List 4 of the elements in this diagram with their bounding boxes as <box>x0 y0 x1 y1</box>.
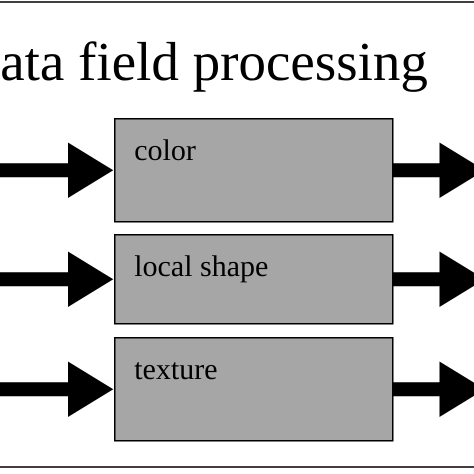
process-box: local shape <box>114 234 394 324</box>
process-box: texture <box>114 337 394 442</box>
title: ata field processing <box>2 41 427 92</box>
process-box: color <box>114 118 394 222</box>
